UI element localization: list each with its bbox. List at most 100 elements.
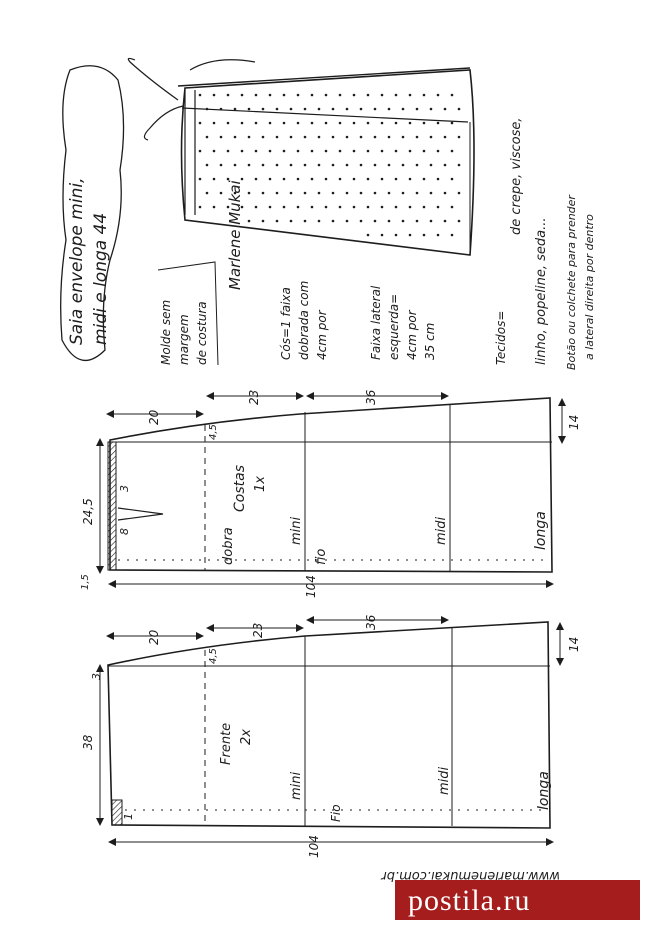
polka-dot xyxy=(422,93,426,97)
polka-dot xyxy=(275,107,279,111)
back-dim-104: 104 xyxy=(304,575,318,598)
fabric-2: de crepe, viscose, xyxy=(509,118,524,235)
polka-dot xyxy=(247,163,251,167)
polka-dot xyxy=(387,219,391,223)
polka-dots xyxy=(198,93,461,237)
mold-note-3: de costura xyxy=(195,301,209,365)
polka-dot xyxy=(282,149,286,153)
back-piece-name: Costas xyxy=(232,465,248,512)
polka-dot xyxy=(303,135,307,139)
back-dim-8: 8 xyxy=(118,528,131,535)
polka-dot xyxy=(317,163,321,167)
polka-dot xyxy=(198,93,202,97)
polka-dot xyxy=(338,149,342,153)
polka-dot xyxy=(268,93,272,97)
polka-dot xyxy=(310,93,314,97)
front-midi-label: midi xyxy=(437,766,452,795)
mold-note-1: Molde sem xyxy=(159,300,173,365)
polka-dot xyxy=(198,177,202,181)
polka-dot xyxy=(240,121,244,125)
polka-dot xyxy=(352,177,356,181)
polka-dot xyxy=(303,219,307,223)
back-midi-label: midi xyxy=(434,516,449,545)
polka-dot xyxy=(359,107,363,111)
polka-dot xyxy=(443,191,447,195)
polka-dot xyxy=(254,149,258,153)
waistband-note-2: dobrada com xyxy=(297,281,311,360)
polka-dot xyxy=(226,177,230,181)
front-grain-label: Fio xyxy=(329,804,343,822)
front-dim-4-5: 4,5 xyxy=(208,648,219,664)
polka-dot xyxy=(212,121,216,125)
polka-dot xyxy=(366,177,370,181)
title-line1: Saia envelope mini, xyxy=(67,178,87,345)
back-dim-3: 3 xyxy=(118,485,131,492)
polka-dot xyxy=(387,163,391,167)
polka-dot xyxy=(268,149,272,153)
polka-dot xyxy=(282,177,286,181)
fabric-note: Tecidos= de crepe, viscose, linho, popel… xyxy=(494,118,596,370)
waistband-note-1: Cós=1 faixa xyxy=(279,287,293,360)
polka-dot xyxy=(373,135,377,139)
polka-dot xyxy=(219,163,223,167)
polka-dot xyxy=(345,107,349,111)
polka-dot xyxy=(394,93,398,97)
polka-dot xyxy=(359,219,363,223)
front-dim-38: 38 xyxy=(81,734,95,750)
polka-dot xyxy=(268,205,272,209)
front-mini-label: mini xyxy=(289,771,304,800)
polka-dot xyxy=(450,177,454,181)
polka-dot xyxy=(324,93,328,97)
polka-dot xyxy=(436,177,440,181)
front-longa-label: longa xyxy=(536,771,552,810)
signature: Marlene Mukai xyxy=(226,179,244,290)
polka-dot xyxy=(373,107,377,111)
polka-dot xyxy=(366,205,370,209)
front-piece-name: Frente xyxy=(219,723,234,765)
polka-dot xyxy=(324,205,328,209)
polka-dot xyxy=(457,163,461,167)
side-strip-2: esquerda= xyxy=(387,294,401,360)
polka-dot xyxy=(359,163,363,167)
polka-dot xyxy=(359,191,363,195)
front-dim-104: 104 xyxy=(307,835,321,858)
polka-dot xyxy=(233,191,237,195)
polka-dot xyxy=(317,219,321,223)
polka-dot xyxy=(289,191,293,195)
polka-dot xyxy=(261,163,265,167)
polka-dot xyxy=(429,135,433,139)
polka-dot xyxy=(233,107,237,111)
polka-dot xyxy=(254,205,258,209)
polka-dot xyxy=(436,93,440,97)
mold-note-2: margem xyxy=(177,314,191,365)
polka-dot xyxy=(387,191,391,195)
polka-dot xyxy=(436,149,440,153)
polka-dot xyxy=(387,107,391,111)
back-dim-4-5: 4,5 xyxy=(208,424,219,440)
polka-dot xyxy=(345,219,349,223)
polka-dot xyxy=(317,191,321,195)
polka-dot xyxy=(240,177,244,181)
polka-dot xyxy=(205,191,209,195)
back-dim-23: 23 xyxy=(247,390,261,405)
polka-dot xyxy=(219,135,223,139)
front-dim-23: 23 xyxy=(251,623,265,638)
polka-dot xyxy=(247,219,251,223)
polka-dot xyxy=(198,149,202,153)
polka-dot xyxy=(345,163,349,167)
back-dim-1-5: 1,5 xyxy=(80,574,91,590)
polka-dot xyxy=(275,191,279,195)
polka-dot xyxy=(380,205,384,209)
back-grain-label: fio xyxy=(314,549,329,565)
polka-dot xyxy=(212,205,216,209)
polka-dot xyxy=(401,191,405,195)
polka-dot xyxy=(380,149,384,153)
polka-dot xyxy=(415,107,419,111)
polka-dot xyxy=(366,233,370,237)
polka-dot xyxy=(338,177,342,181)
polka-dot xyxy=(268,177,272,181)
polka-dot xyxy=(310,177,314,181)
polka-dot xyxy=(352,149,356,153)
